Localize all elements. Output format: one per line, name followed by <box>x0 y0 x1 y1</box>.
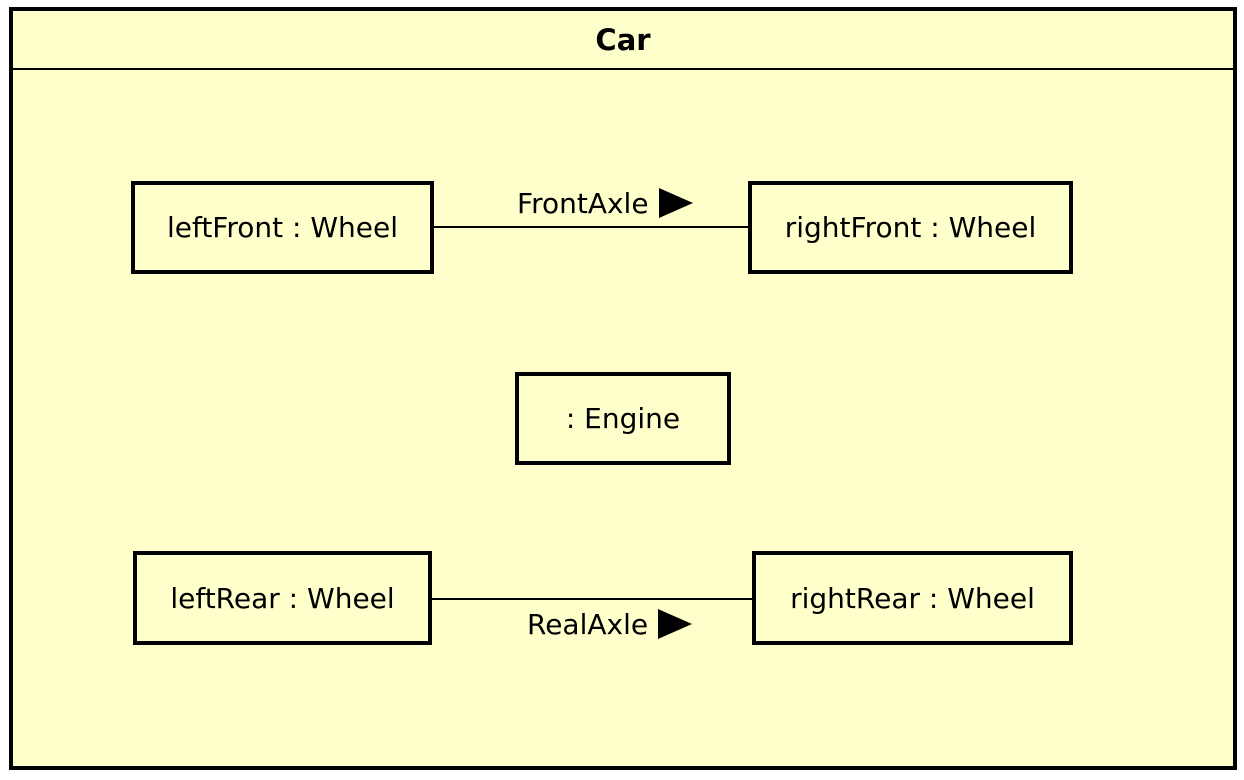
front-axle-label: FrontAxle <box>517 186 649 220</box>
object-left-front-wheel-label: leftFront : Wheel <box>166 211 399 244</box>
right-triangle-icon <box>658 188 693 218</box>
rear-axle-label-group: RealAxle <box>527 605 693 643</box>
object-right-front-wheel-label: rightFront : Wheel <box>784 211 1037 244</box>
front-axle-line <box>433 226 750 228</box>
object-left-front-wheel[interactable]: leftFront : Wheel <box>131 181 434 274</box>
object-right-rear-wheel[interactable]: rightRear : Wheel <box>752 551 1073 645</box>
front-axle-label-group: FrontAxle <box>517 184 693 222</box>
object-engine[interactable]: : Engine <box>515 372 731 465</box>
object-right-front-wheel[interactable]: rightFront : Wheel <box>748 181 1073 274</box>
object-left-rear-wheel[interactable]: leftRear : Wheel <box>133 551 432 645</box>
object-engine-label: : Engine <box>565 402 681 435</box>
object-right-rear-wheel-label: rightRear : Wheel <box>790 581 1035 615</box>
frame-title: Car <box>13 11 1233 70</box>
rear-axle-label: RealAxle <box>527 607 649 641</box>
object-left-rear-wheel-label: leftRear : Wheel <box>170 581 395 615</box>
right-triangle-icon <box>658 609 693 639</box>
rear-axle-line <box>430 598 754 600</box>
